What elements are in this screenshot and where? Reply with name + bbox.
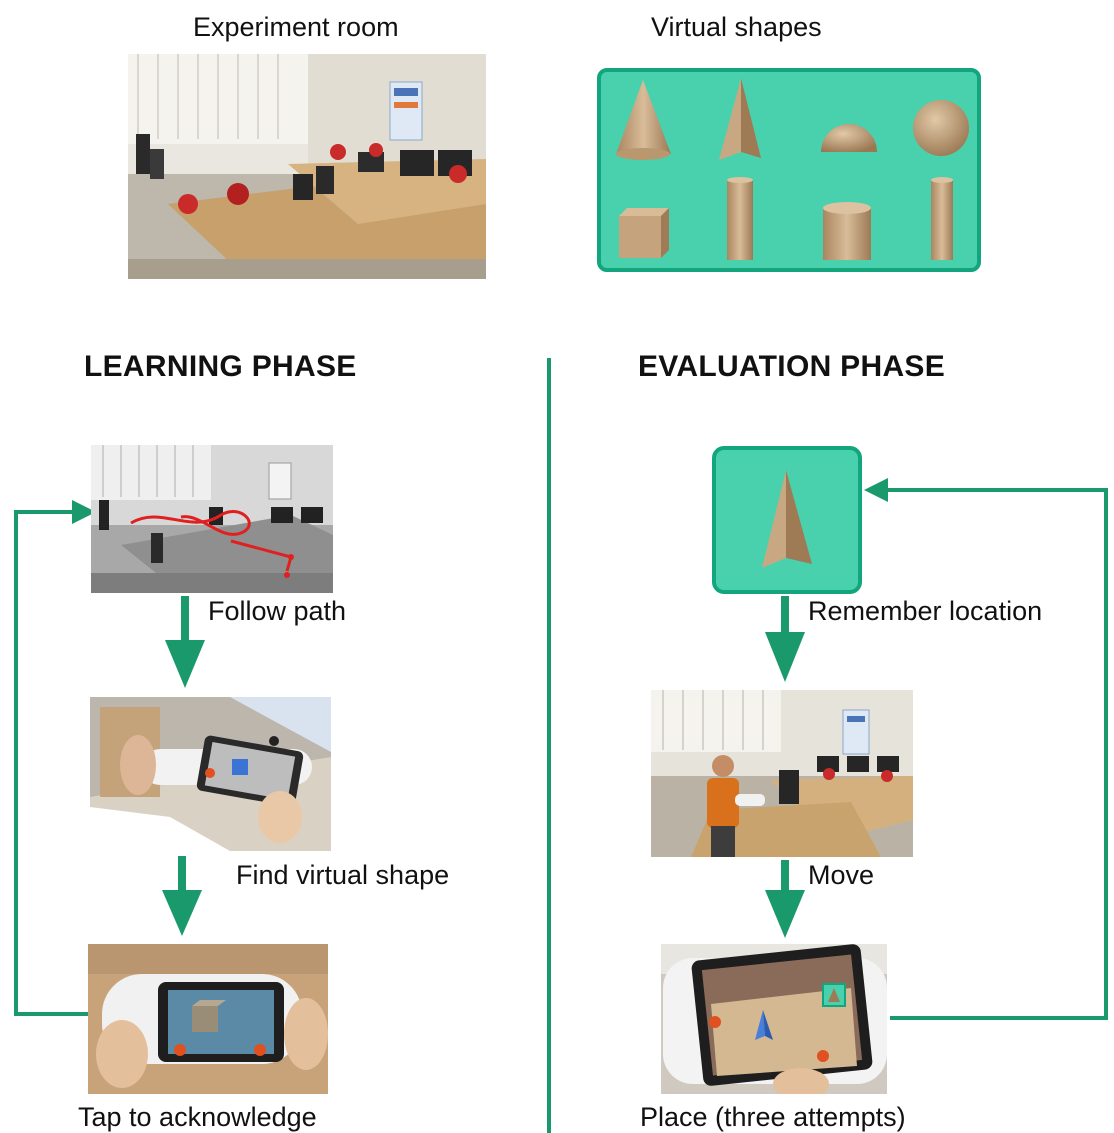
virtual-shapes-panel <box>597 68 981 272</box>
down-arrow-2 <box>162 856 202 936</box>
find-virtual-shape-photo <box>90 697 331 851</box>
down-arrow-4 <box>765 860 805 938</box>
down-arrow-3 <box>765 596 805 682</box>
learning-phase-heading: LEARNING PHASE <box>84 350 357 383</box>
remember-shape-box <box>712 446 862 594</box>
learning-step-1-label: Follow path <box>208 596 347 626</box>
thin-cylinder-shape <box>931 177 953 260</box>
cube-shape <box>619 208 669 258</box>
move-photo <box>651 690 913 857</box>
short-cylinder-shape <box>823 202 871 260</box>
evaluation-loop-line <box>880 488 1108 1020</box>
place-photo <box>661 944 887 1094</box>
evaluation-step-3-label: Place (three attempts) <box>640 1102 906 1132</box>
learning-loop-line <box>14 510 90 1016</box>
evaluation-phase-heading: EVALUATION PHASE <box>638 350 946 383</box>
person-figure <box>707 755 765 857</box>
learning-step-3-label: Tap to acknowledge <box>78 1102 317 1132</box>
evaluation-step-2-label: Move <box>808 860 875 890</box>
down-arrow-1 <box>165 596 205 688</box>
tall-cylinder-shape <box>727 177 753 260</box>
sphere-shape <box>913 100 969 156</box>
pyramid-shape <box>719 78 761 160</box>
follow-path-photo <box>91 445 333 593</box>
evaluation-step-1-label: Remember location <box>808 596 1043 626</box>
tap-to-acknowledge-photo <box>88 944 328 1094</box>
hemisphere-shape <box>821 124 877 152</box>
pyramid-shape <box>762 470 812 568</box>
experiment-room-photo <box>128 54 486 279</box>
learning-loop-arrowhead <box>72 500 96 524</box>
experiment-room-caption: Experiment room <box>193 12 399 42</box>
evaluation-loop-arrowhead <box>864 478 888 502</box>
cone-shape <box>616 80 671 160</box>
learning-step-2-label: Find virtual shape <box>236 860 450 890</box>
virtual-shapes-caption: Virtual shapes <box>651 12 822 42</box>
